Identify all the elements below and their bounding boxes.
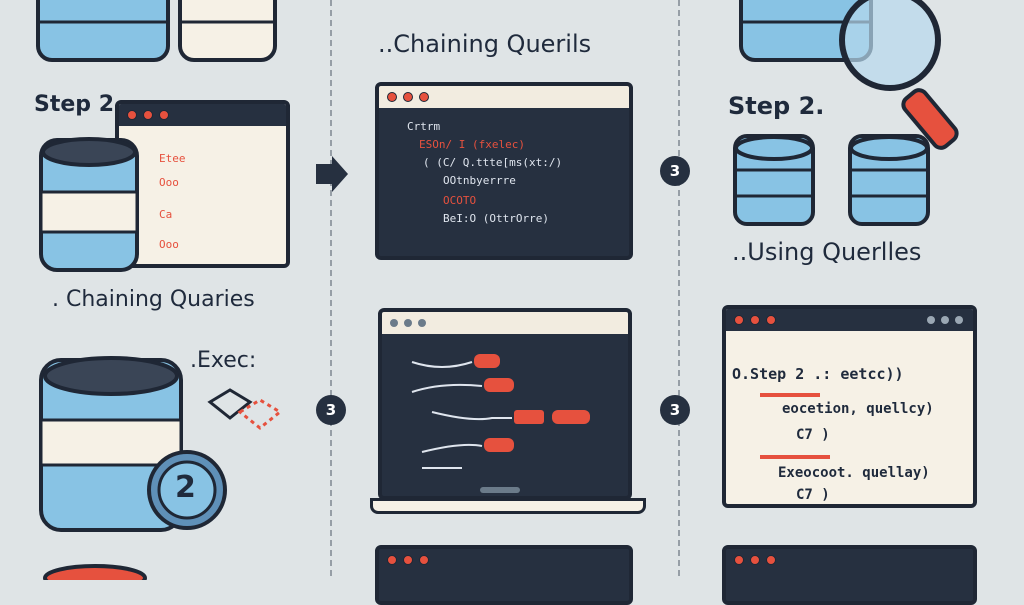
window-dot-icon — [403, 555, 413, 565]
code-line: OOtnbyerrre — [443, 174, 516, 187]
window-titlebar — [726, 309, 973, 331]
right-code-line: eocetion, quellcy) — [782, 401, 934, 417]
step-badge-3-left-mid: 3 — [316, 395, 346, 425]
window-dots-right — [927, 316, 963, 324]
chaining-queries-label-left: . Chaining Quaries — [52, 287, 255, 312]
number-badge-2: 2 — [175, 470, 196, 505]
database-icon-right-a — [733, 134, 815, 226]
step-badge-3-right-mid: 3 — [660, 395, 690, 425]
flow-diagram — [411, 354, 590, 469]
code-line: Crtrm — [407, 120, 441, 133]
code-line: BeI:O (OttrOrre) — [443, 212, 549, 225]
magnifier-icon — [839, 0, 959, 150]
column-divider-right — [678, 0, 680, 576]
step-2-label-left: Step 2 — [34, 92, 114, 117]
code-window-bottom-middle — [375, 545, 633, 605]
database-icon-bottom-left-partial — [43, 564, 147, 580]
code-window-bottom-right — [722, 545, 977, 605]
window-dot-icon — [403, 92, 413, 102]
step-badge-3-right-top: 3 — [660, 156, 690, 186]
window-dot-icon — [419, 555, 429, 565]
using-queries-label: ..Using Querlles — [732, 238, 922, 266]
snippet-line: Ca — [159, 208, 173, 221]
window-dot-icon — [390, 319, 398, 327]
chaining-queries-title: ..Chaining Querils — [378, 30, 592, 58]
red-underline — [760, 455, 830, 459]
code-window-right: O.Step 2 .: eetcc)) eocetion, quellcy) C… — [722, 305, 977, 508]
laptop-base — [370, 498, 646, 514]
snippet-line: Etee — [159, 152, 186, 165]
code-window-flow — [378, 308, 632, 500]
snippet-line: Ooo — [159, 238, 179, 251]
window-dot-icon — [766, 555, 776, 565]
code-line: OCOTO — [443, 194, 477, 207]
laptop-notch — [480, 487, 520, 493]
step-2-label-right: Step 2. — [728, 92, 825, 120]
window-dot-icon — [143, 110, 153, 120]
right-code-line: C7 ) — [796, 487, 830, 503]
right-code-line: Exeocoot. quellay) — [778, 465, 930, 481]
right-code-line: O.Step 2 .: eetcc)) — [732, 365, 904, 383]
window-titlebar — [379, 549, 629, 571]
window-dot-icon — [750, 555, 760, 565]
database-stack-icon-left — [39, 137, 139, 272]
window-dot-icon — [387, 92, 397, 102]
window-dot-icon — [734, 315, 744, 325]
snippet-line: Ooo — [159, 176, 179, 189]
window-dot-icon — [927, 316, 935, 324]
chain-link-icon — [207, 388, 283, 430]
database-icon-right-b — [848, 134, 930, 226]
right-code-line: C7 ) — [796, 427, 830, 443]
window-titlebar — [382, 312, 628, 334]
window-dot-icon — [127, 110, 137, 120]
window-dot-icon — [404, 319, 412, 327]
code-line: ( (C/ Q.ttte[ms(xt:/) — [423, 156, 563, 169]
database-stack-icon-bottom-left — [39, 356, 227, 532]
window-dot-icon — [419, 92, 429, 102]
window-dots-left — [734, 315, 776, 325]
window-titlebar — [726, 549, 973, 571]
window-titlebar — [379, 86, 629, 108]
column-divider-left — [330, 0, 332, 576]
window-dot-icon — [941, 316, 949, 324]
window-dot-icon — [734, 555, 744, 565]
exec-label: .Exec: — [190, 348, 257, 373]
window-dot-icon — [418, 319, 426, 327]
window-dot-icon — [766, 315, 776, 325]
window-dot-icon — [750, 315, 760, 325]
red-underline — [760, 393, 820, 397]
window-dot-icon — [955, 316, 963, 324]
code-line: ESOn/ I (fxelec) — [419, 138, 525, 151]
code-window-top: Crtrm ESOn/ I (fxelec) ( (C/ Q.ttte[ms(x… — [375, 82, 633, 260]
window-dot-icon — [159, 110, 169, 120]
window-dot-icon — [387, 555, 397, 565]
database-icon-top-left — [36, 0, 170, 62]
arrow-right-icon — [316, 156, 348, 192]
database-icon-top-left-cream — [178, 0, 277, 62]
window-titlebar — [119, 104, 286, 126]
code-window-small-left: Etee Ooo Ca Ooo — [115, 100, 290, 268]
